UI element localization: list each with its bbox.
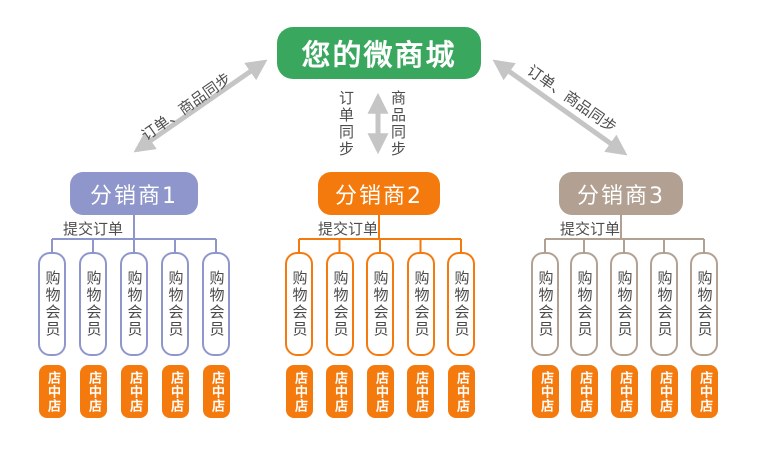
distributor2-node: 分销商2 bbox=[318, 172, 440, 215]
store-label: 店中店 bbox=[86, 370, 101, 413]
member-node: 购物会员 bbox=[38, 252, 66, 356]
distributor1-node: 分销商1 bbox=[70, 172, 198, 215]
member-label: 购物会员 bbox=[43, 270, 62, 338]
member-node: 购物会员 bbox=[610, 252, 638, 356]
group3-submit-order-label: 提交订单 bbox=[560, 220, 621, 238]
member-label: 购物会员 bbox=[452, 270, 471, 338]
store-node: 店中店 bbox=[571, 365, 598, 418]
store-node: 店中店 bbox=[39, 365, 66, 418]
mall-title: 您的微商城 bbox=[301, 38, 457, 72]
store-label: 店中店 bbox=[168, 370, 183, 413]
store-node: 店中店 bbox=[367, 365, 394, 418]
member-node: 购物会员 bbox=[570, 252, 598, 356]
store-label: 店中店 bbox=[657, 370, 672, 413]
member-label: 购物会员 bbox=[290, 270, 309, 338]
member-node: 购物会员 bbox=[120, 252, 148, 356]
store-node: 店中店 bbox=[691, 365, 718, 418]
store-label: 店中店 bbox=[292, 370, 307, 413]
member-node: 购物会员 bbox=[690, 252, 718, 356]
store-label: 店中店 bbox=[538, 370, 553, 413]
store-label: 店中店 bbox=[373, 370, 388, 413]
store-node: 店中店 bbox=[448, 365, 475, 418]
member-label: 购物会员 bbox=[575, 270, 594, 338]
member-label: 购物会员 bbox=[655, 270, 674, 338]
member-node: 购物会员 bbox=[326, 252, 354, 356]
store-node: 店中店 bbox=[651, 365, 678, 418]
member-label: 购物会员 bbox=[331, 270, 350, 338]
member-label: 购物会员 bbox=[695, 270, 714, 338]
store-node: 店中店 bbox=[80, 365, 107, 418]
member-label: 购物会员 bbox=[536, 270, 555, 338]
sync-label-product: 商品同步 bbox=[389, 90, 407, 158]
distributor1-label: 分销商1 bbox=[90, 183, 178, 209]
store-node: 店中店 bbox=[407, 365, 434, 418]
group2-connector-tree bbox=[298, 215, 462, 252]
distributor3-label: 分销商3 bbox=[577, 183, 665, 209]
distributor3-node: 分销商3 bbox=[559, 172, 683, 215]
member-node: 购物会员 bbox=[531, 252, 559, 356]
member-label: 购物会员 bbox=[207, 270, 226, 338]
group2-submit-order-label: 提交订单 bbox=[318, 220, 379, 238]
store-label: 店中店 bbox=[577, 370, 592, 413]
group1-submit-order-label: 提交订单 bbox=[63, 220, 124, 238]
store-label: 店中店 bbox=[45, 370, 60, 413]
store-node: 店中店 bbox=[286, 365, 313, 418]
member-node: 购物会员 bbox=[650, 252, 678, 356]
store-label: 店中店 bbox=[454, 370, 469, 413]
sync-arrow-right bbox=[492, 59, 628, 156]
distributor2-label: 分销商2 bbox=[335, 183, 423, 209]
store-label: 店中店 bbox=[332, 370, 347, 413]
member-label: 购物会员 bbox=[84, 270, 103, 338]
store-label: 店中店 bbox=[127, 370, 142, 413]
sync-label-order: 订单同步 bbox=[337, 90, 355, 158]
member-node: 购物会员 bbox=[407, 252, 435, 356]
store-label: 店中店 bbox=[209, 370, 224, 413]
store-node: 店中店 bbox=[203, 365, 230, 418]
sync-arrow-left bbox=[133, 59, 268, 153]
store-node: 店中店 bbox=[121, 365, 148, 418]
store-node: 店中店 bbox=[532, 365, 559, 418]
member-node: 购物会员 bbox=[79, 252, 107, 356]
store-node: 店中店 bbox=[326, 365, 353, 418]
member-node: 购物会员 bbox=[285, 252, 313, 356]
store-node: 店中店 bbox=[611, 365, 638, 418]
member-node: 购物会员 bbox=[366, 252, 394, 356]
member-label: 购物会员 bbox=[615, 270, 634, 338]
mall-node: 您的微商城 bbox=[277, 27, 481, 79]
store-node: 店中店 bbox=[162, 365, 189, 418]
member-node: 购物会员 bbox=[161, 252, 189, 356]
group3-connector-tree bbox=[544, 215, 705, 252]
group1-connector-tree bbox=[51, 215, 217, 252]
member-label: 购物会员 bbox=[371, 270, 390, 338]
store-label: 店中店 bbox=[413, 370, 428, 413]
member-node: 购物会员 bbox=[447, 252, 475, 356]
member-label: 购物会员 bbox=[412, 270, 431, 338]
member-node: 购物会员 bbox=[202, 252, 230, 356]
member-label: 购物会员 bbox=[166, 270, 185, 338]
store-label: 店中店 bbox=[617, 370, 632, 413]
member-label: 购物会员 bbox=[125, 270, 144, 338]
store-label: 店中店 bbox=[697, 370, 712, 413]
